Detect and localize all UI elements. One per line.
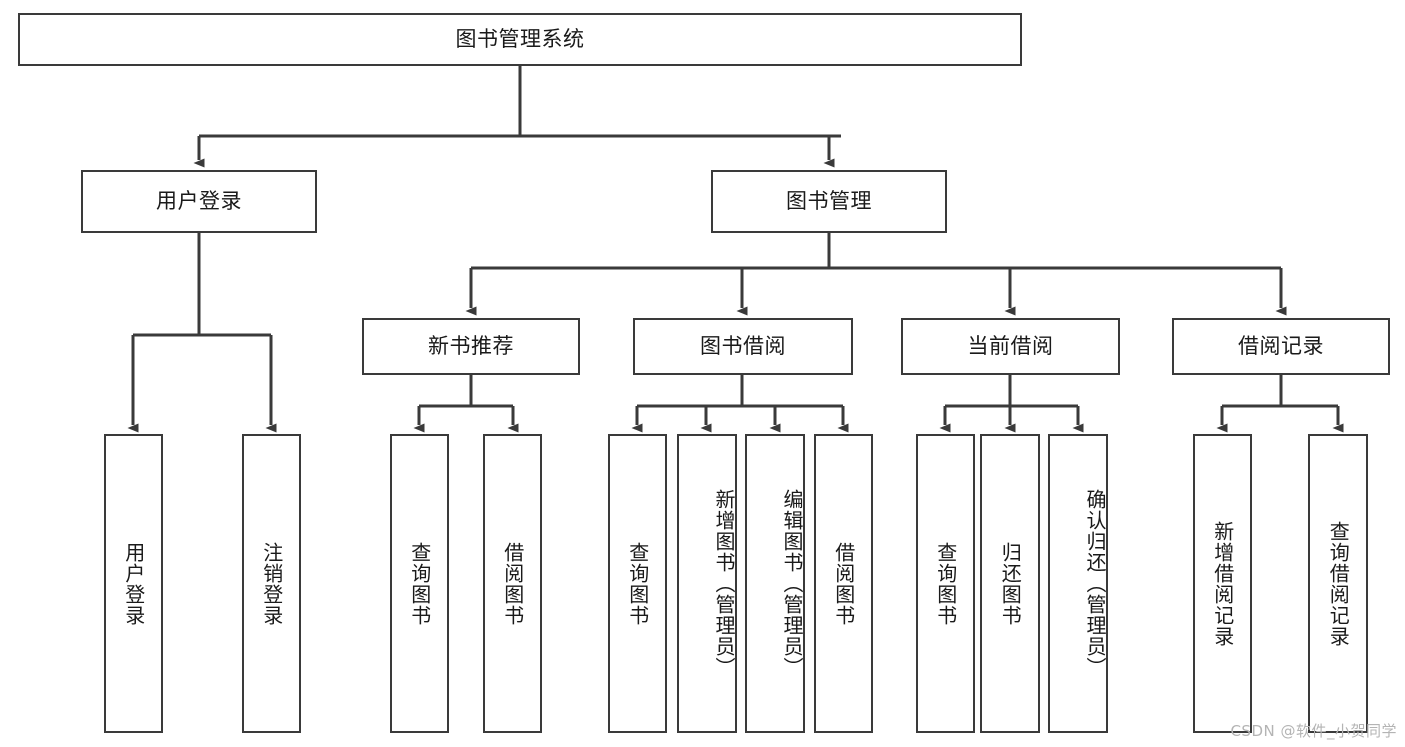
leaf-user-login[interactable]: 用户登录 xyxy=(104,434,163,733)
leaf-return-books[interactable]: 归还图书 xyxy=(980,434,1040,733)
node-borrow-records[interactable]: 借阅记录 xyxy=(1172,318,1390,375)
leaf-confirm-return-admin[interactable]: 确认归还（管理员） xyxy=(1048,434,1108,733)
node-current-borrow[interactable]: 当前借阅 xyxy=(901,318,1120,375)
node-new-book-recommend[interactable]: 新书推荐 xyxy=(362,318,580,375)
leaf-add-borrow-record[interactable]: 新增借阅记录 xyxy=(1193,434,1252,733)
watermark-text: CSDN @软件_小贺同学 xyxy=(1230,722,1397,740)
node-root[interactable]: 图书管理系统 xyxy=(18,13,1022,66)
leaf-logout-login[interactable]: 注销登录 xyxy=(242,434,301,733)
leaf-add-book-admin[interactable]: 新增图书（管理员） xyxy=(677,434,737,733)
leaf-borrow-books[interactable]: 借阅图书 xyxy=(814,434,873,733)
leaf-borrow-books-recommend[interactable]: 借阅图书 xyxy=(483,434,542,733)
leaf-query-books-borrow[interactable]: 查询图书 xyxy=(608,434,667,733)
node-book-management[interactable]: 图书管理 xyxy=(711,170,947,233)
leaf-query-books-current[interactable]: 查询图书 xyxy=(916,434,975,733)
leaf-query-books-recommend[interactable]: 查询图书 xyxy=(390,434,449,733)
node-book-borrow[interactable]: 图书借阅 xyxy=(633,318,853,375)
leaf-edit-book-admin[interactable]: 编辑图书（管理员） xyxy=(745,434,805,733)
leaf-query-borrow-record[interactable]: 查询借阅记录 xyxy=(1308,434,1368,733)
node-user-login[interactable]: 用户登录 xyxy=(81,170,317,233)
